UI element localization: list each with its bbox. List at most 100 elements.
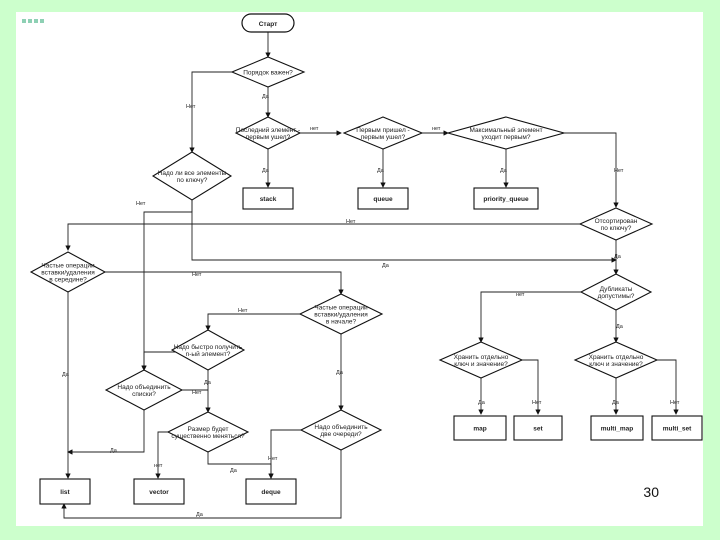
decision-freq-search-text: Частые операции [314, 304, 368, 311]
box-stack: stack [242, 187, 294, 210]
start-node: Старт [241, 13, 295, 33]
decision-fast-get-text: n-ый элемент? [186, 350, 231, 358]
edge-label-all-no: Нет [136, 201, 146, 207]
decision-first-first-el-text: Первым пришел - [356, 127, 409, 134]
decision-order-matters: Порядок важен? [230, 56, 306, 88]
edge-label-mergelists-yes: Да [196, 512, 204, 518]
box-priority-queue: priority_queue [473, 187, 539, 210]
box-map-label: map [473, 425, 486, 432]
edge-label-merge-no: Нет [192, 390, 202, 396]
edge-label-search-yes: Да [336, 370, 344, 376]
decision-order-matters-text: Порядок важен? [243, 69, 293, 76]
decision-highest-first-text: Максимальный элемент [469, 126, 542, 134]
edge-label-mergelists-no: Нет [268, 456, 278, 462]
box-list-label: list [60, 489, 70, 496]
decision-store-kv-text: ключ и значение? [454, 361, 508, 368]
edge-label-order-no: Нет [186, 104, 196, 110]
decision-merge-lists-text: две очереди? [320, 431, 362, 438]
decision-freq-search-text: вставки/удаления [314, 311, 368, 318]
box-multimap-label: multi_map [601, 425, 634, 432]
edge-label-firstlast-yes: Да [262, 168, 270, 174]
decision-dup-allowed-text: Дубликаты [600, 285, 633, 293]
decision-first-last-el-text: Последний элемент - [236, 126, 300, 134]
edge-label-firstfirst-yes: Да [377, 168, 385, 174]
edge-label-dup-no: нет [516, 292, 525, 298]
decision-all-elements-text: по ключу? [177, 177, 208, 184]
box-deque: deque [245, 478, 297, 505]
edge-label-search-no: Нет [238, 308, 248, 314]
decision-fast-get-text: Надо быстро получить [174, 343, 243, 351]
edge-label-all-yes: Да [382, 263, 390, 269]
box-multimap: multi_map [590, 415, 644, 441]
decision-store-kv-text: Хранить отдельно [454, 354, 509, 361]
edge-label-kv2-no: Нет [670, 400, 680, 406]
box-queue-label: queue [373, 196, 393, 203]
edge-label-dup-yes: Да [616, 324, 624, 330]
decision-freq-search-text: в начале? [326, 318, 357, 325]
edge-label-sorted-no: Нет [346, 219, 356, 225]
decision-size-change-text: существенно меняться? [171, 433, 245, 440]
decision-first-first-el: Первым пришел -первым ушел? [342, 116, 424, 150]
edge-labels: Нет Да нет нет Да Да Да Нет Нет Нет Да Д… [62, 94, 680, 518]
decision-store-kv2-text: Хранить отдельно [589, 354, 644, 361]
box-map: map [453, 415, 507, 441]
box-set-label: set [533, 425, 543, 432]
box-priority-queue-label: priority_queue [483, 196, 529, 203]
box-vector-label: vector [149, 489, 169, 496]
decision-merge-lists-text: Надо объединить [314, 423, 368, 431]
connectors [61, 32, 679, 519]
decision-mid-insert-text: Частые операции [41, 262, 95, 269]
decision-all-elements-text: Надо ли все элементы [158, 170, 227, 177]
decision-first-last-el-text: первым ушел? [246, 134, 291, 141]
box-queue: queue [357, 187, 409, 210]
box-multiset-label: multi_set [663, 425, 692, 432]
edge-label-kv2-yes: Да [612, 400, 620, 406]
decision-nodes: Порядок важен?Последний элемент -первым … [29, 56, 659, 453]
decision-highest-first-text: уходит первым? [481, 134, 530, 141]
edge-label-firstlast-no: нет [310, 126, 319, 132]
decision-mid-insert-text: в середине? [49, 276, 87, 283]
edge-label-mid-yes: Да [62, 372, 70, 378]
edge-label-merge-yes: Да [110, 448, 118, 454]
box-stack-label: stack [260, 196, 277, 203]
slide-corner-mark [22, 19, 44, 23]
edge-label-sorted-yes: Да [614, 254, 622, 260]
edge-label-size-yes: Да [230, 468, 238, 474]
edge-label-kv-yes: Да [478, 400, 486, 406]
page-number: 30 [643, 484, 659, 500]
edge-label-fast-yes: Да [204, 380, 212, 386]
edge-label-highest-no: Нет [614, 168, 624, 174]
slide: Старт Порядок важен?Последний элемент -п… [16, 12, 703, 526]
edge-label-order-yes: Да [262, 94, 270, 100]
box-list: list [39, 478, 91, 505]
box-multiset: multi_set [651, 415, 703, 441]
decision-first-first-el-text: первым ушел? [361, 134, 406, 141]
box-vector: vector [133, 478, 185, 505]
edge-label-size-no: нет [154, 463, 163, 469]
decision-sorted-key-text: по ключу? [601, 225, 632, 232]
start-label: Старт [259, 21, 278, 28]
decision-sorted-key-text: Отсортирован [595, 218, 638, 225]
decision-merge-sort-text: списки? [132, 391, 156, 398]
container-selection-flowchart: Старт Порядок важен?Последний элемент -п… [29, 13, 703, 519]
edge-label-kv-no: Нет [532, 400, 542, 406]
decision-store-kv2-text: ключ и значение? [589, 361, 643, 368]
box-deque-label: deque [261, 489, 281, 496]
decision-dup-allowed-text: допустимы? [598, 293, 635, 300]
decision-size-change-text: Размер будет [188, 425, 229, 433]
decision-mid-insert-text: вставки/удаления [41, 269, 95, 276]
box-set: set [513, 415, 563, 441]
